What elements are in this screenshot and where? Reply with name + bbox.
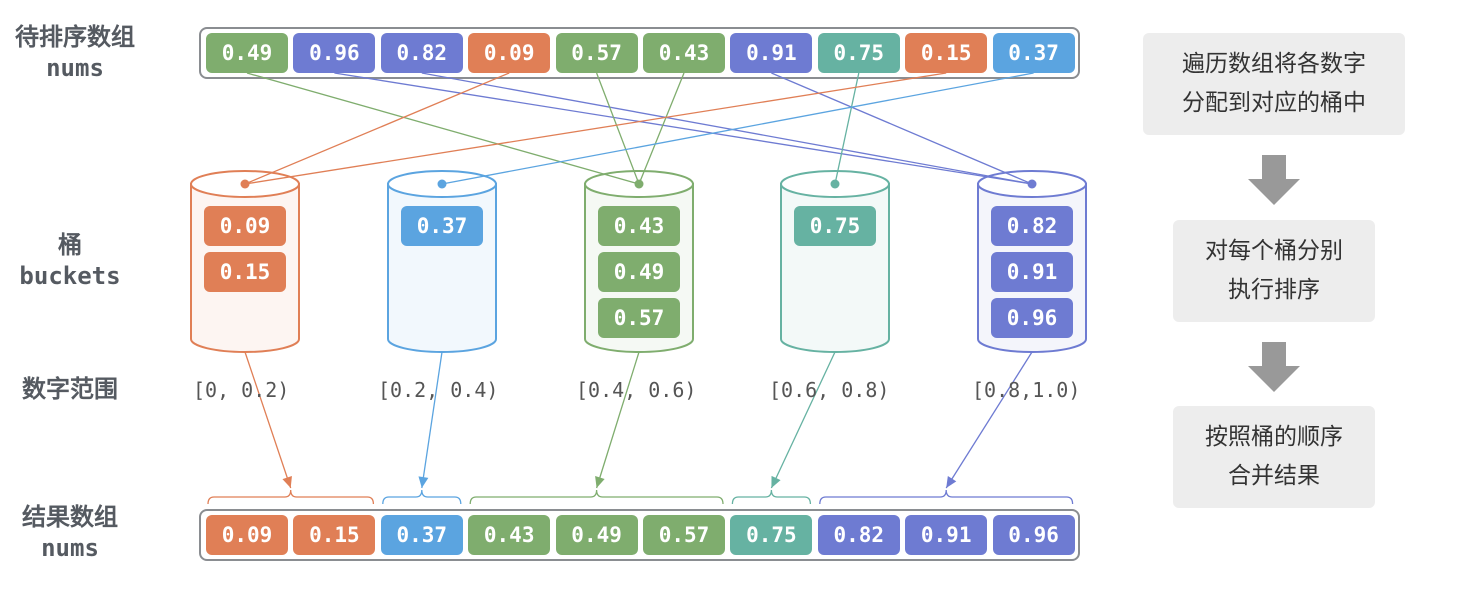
- result-group-brace: [469, 489, 724, 505]
- input-cell: 0.96: [293, 33, 376, 73]
- step-distribute-text: 遍历数组将各数字 分配到对应的桶中: [1182, 50, 1366, 116]
- bucket-cell: 0.57: [598, 298, 680, 338]
- distribution-line: [244, 72, 947, 185]
- buckets-label-en: buckets: [19, 262, 121, 291]
- merge-line: [770, 351, 836, 489]
- down-arrow-icon: [1248, 155, 1300, 205]
- bucket-cell: 0.15: [204, 252, 286, 292]
- result-cell: 0.49: [555, 515, 638, 555]
- bucket-range-label: [0.8,1.0): [972, 378, 1081, 402]
- bucket-cell: 0.75: [794, 206, 876, 246]
- result-cell: 0.96: [992, 515, 1075, 555]
- bucket-range-label: [0.4, 0.6): [576, 378, 697, 402]
- merge-arrow-head: [771, 475, 781, 488]
- input-array-label: 待排序数组 nums: [0, 22, 150, 84]
- buckets-label-zh: 桶: [58, 231, 82, 259]
- bucket-cell: 0.82: [991, 206, 1073, 246]
- bucket-entry-dot: [437, 179, 447, 189]
- down-arrow-icon: [1248, 342, 1300, 392]
- result-group-brace: [207, 489, 375, 505]
- input-cell: 0.91: [730, 33, 813, 73]
- bucket-cell: 0.37: [401, 206, 483, 246]
- input-cell: 0.09: [468, 33, 551, 73]
- bucket-cell: 0.96: [991, 298, 1073, 338]
- buckets-label: 桶 buckets: [0, 230, 140, 292]
- result-cell: 0.43: [468, 515, 551, 555]
- result-group-brace: [819, 489, 1074, 505]
- result-group-brace: [382, 489, 462, 505]
- input-cell: 0.75: [817, 33, 900, 73]
- merge-arrow-head: [282, 475, 292, 488]
- bucket-cell: 0.91: [991, 252, 1073, 292]
- step-merge: 按照桶的顺序 合并结果: [1173, 406, 1375, 508]
- bucket-cell: 0.43: [598, 206, 680, 246]
- input-cell: 0.82: [380, 33, 463, 73]
- bucket-range-label: [0.6, 0.8): [769, 378, 890, 402]
- input-cell: 0.43: [643, 33, 725, 73]
- result-cell: 0.37: [380, 515, 463, 555]
- bucket-range-label: [0.2, 0.4): [378, 378, 499, 402]
- result-array-label-zh: 结果数组: [22, 503, 118, 531]
- bucket-rim: [387, 170, 497, 198]
- merge-line: [945, 351, 1033, 489]
- bucket-entry-dot: [634, 179, 644, 189]
- distribution-line: [334, 72, 1033, 185]
- step-merge-text: 按照桶的顺序 合并结果: [1205, 423, 1343, 489]
- merge-line: [595, 351, 640, 489]
- distribution-line: [421, 72, 1033, 185]
- merge-arrow-head: [418, 476, 429, 488]
- bucket-1: [387, 170, 497, 353]
- merge-line: [421, 351, 443, 489]
- bucket-entry-dot: [240, 179, 250, 189]
- bucket-cell: 0.09: [204, 206, 286, 246]
- bucket-3: [780, 170, 890, 353]
- result-array-label-en: nums: [41, 534, 99, 563]
- distribution-line: [834, 72, 860, 185]
- bucket-rim: [780, 170, 890, 198]
- bucket-rim: [584, 170, 694, 198]
- distribution-line: [244, 72, 510, 185]
- result-cell: 0.57: [643, 515, 725, 555]
- bucket-rim: [190, 170, 300, 198]
- distribution-line: [441, 72, 1034, 185]
- bucket-range-label: [0, 0.2): [193, 378, 290, 402]
- result-cell: 0.15: [293, 515, 376, 555]
- step-sort-each: 对每个桶分别 执行排序: [1173, 220, 1375, 322]
- input-cell: 0.49: [206, 33, 288, 73]
- merge-arrow-head: [595, 476, 605, 488]
- bucket-entry-dot: [830, 179, 840, 189]
- result-group-brace: [731, 489, 812, 505]
- result-cell: 0.09: [206, 515, 288, 555]
- input-cell: 0.37: [992, 33, 1075, 73]
- input-array-label-en: nums: [46, 54, 104, 83]
- step-sort-each-text: 对每个桶分别 执行排序: [1205, 237, 1343, 303]
- result-cell: 0.91: [905, 515, 988, 555]
- result-cell: 0.75: [730, 515, 813, 555]
- bucket-cell: 0.49: [598, 252, 680, 292]
- bucket-rim: [977, 170, 1087, 198]
- step-distribute: 遍历数组将各数字 分配到对应的桶中: [1143, 33, 1405, 135]
- result-cell: 0.82: [817, 515, 900, 555]
- bucket-entry-dot: [1027, 179, 1037, 189]
- distribution-line: [246, 72, 640, 185]
- merge-arrow-head: [946, 476, 957, 488]
- input-array-label-zh: 待排序数组: [15, 23, 135, 51]
- distribution-line: [638, 72, 685, 185]
- merge-line: [244, 351, 292, 489]
- distribution-line: [595, 72, 640, 185]
- result-array-label: 结果数组 nums: [0, 502, 140, 564]
- range-label-zh: 数字范围: [22, 375, 118, 403]
- range-label: 数字范围: [0, 374, 140, 405]
- distribution-line: [771, 72, 1033, 185]
- input-cell: 0.57: [555, 33, 638, 73]
- input-cell: 0.15: [905, 33, 988, 73]
